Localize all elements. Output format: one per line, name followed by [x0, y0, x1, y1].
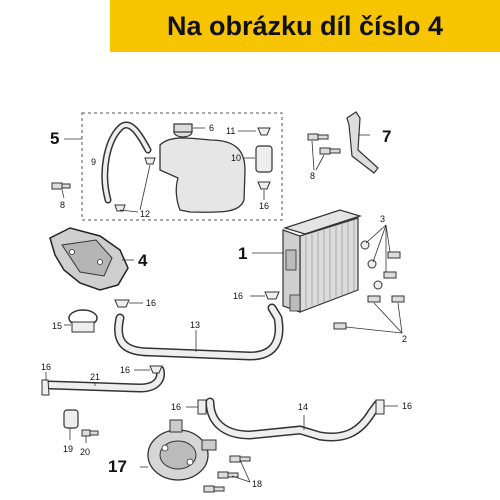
label-5: 5 [50, 129, 59, 148]
label-6: 6 [209, 123, 214, 133]
label-13: 13 [190, 320, 200, 330]
header-banner: Na obrázku díl číslo 4 [110, 0, 500, 52]
tank-cap-body [173, 123, 193, 133]
label-16-box: 16 [259, 201, 269, 211]
label-10: 10 [231, 153, 241, 163]
fasteners-2 [333, 295, 405, 330]
reservoir-group-box [81, 112, 283, 221]
label-2: 2 [402, 334, 407, 344]
part-19-sleeve [63, 409, 79, 429]
label-17: 17 [108, 457, 127, 476]
label-11: 11 [226, 126, 235, 136]
label-18: 18 [252, 479, 262, 489]
label-8-top: 8 [310, 171, 315, 181]
part-11-clip [257, 127, 271, 136]
part-8-bolts-top [307, 133, 341, 155]
label-16-right: 16 [402, 401, 412, 411]
part-9-hose-highlight [102, 123, 150, 202]
label-9: 9 [91, 157, 96, 167]
label-15: 15 [52, 321, 62, 331]
label-16-left: 16 [41, 362, 51, 372]
label-19: 19 [63, 444, 73, 454]
label-3: 3 [380, 214, 385, 224]
part-8-bolt-left [51, 182, 71, 190]
label-16-bracket: 16 [146, 298, 156, 308]
expansion-tank [159, 137, 246, 213]
label-14: 14 [298, 402, 308, 412]
label-16-hose14: 16 [171, 402, 181, 412]
label-12: 12 [140, 209, 150, 219]
label-21: 21 [90, 372, 100, 382]
label-7: 7 [382, 127, 391, 146]
part-10-sleeve [255, 145, 273, 173]
part-15-clamp [68, 309, 98, 333]
label-16-radiator: 16 [233, 291, 243, 301]
fasteners-3 [360, 240, 401, 290]
part-7-bracket [346, 111, 379, 174]
part-20-bolt [81, 429, 99, 437]
part-18-bolts [203, 455, 251, 493]
label-16-hose21: 16 [120, 365, 130, 375]
label-1: 1 [238, 244, 247, 263]
part-1-radiator [282, 209, 363, 313]
label-8-left: 8 [60, 200, 65, 210]
label-20: 20 [80, 447, 90, 457]
banner-title: Na obrázku díl číslo 4 [166, 10, 444, 41]
part-17-water-pump [147, 419, 217, 481]
part-16-clip-box [257, 181, 271, 190]
label-4: 4 [138, 251, 148, 270]
